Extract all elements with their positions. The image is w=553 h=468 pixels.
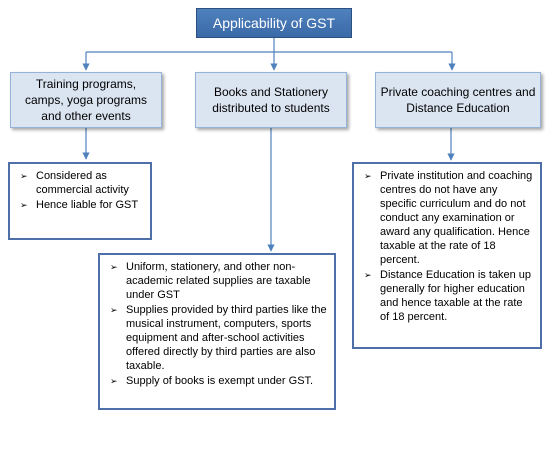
title-box: Applicability of GST xyxy=(196,8,352,38)
detail-item: ➢Uniform, stationery, and other non-acad… xyxy=(110,261,311,301)
arrow-bullet-icon: ➢ xyxy=(110,305,118,315)
category-label: Training programs, camps, yoga programs … xyxy=(24,77,148,123)
detail-item: ➢Private institution and coaching centre… xyxy=(364,170,533,266)
category-books-stationery: Books and Stationery distributed to stud… xyxy=(195,72,347,128)
arrow-bullet-icon: ➢ xyxy=(364,270,372,280)
arrow-bullet-icon: ➢ xyxy=(110,262,118,272)
detail-item: ➢Supplies provided by third parties like… xyxy=(110,304,327,372)
arrow-bullet-icon: ➢ xyxy=(20,171,28,181)
detail-item: ➢Supply of books is exempt under GST. xyxy=(110,375,314,387)
detail-box-coaching: ➢Private institution and coaching centre… xyxy=(352,162,542,349)
detail-box-books: ➢Uniform, stationery, and other non-acad… xyxy=(98,253,336,410)
category-training-programs: Training programs, camps, yoga programs … xyxy=(10,72,162,128)
detail-item: ➢Hence liable for GST xyxy=(20,199,139,211)
detail-item: ➢Considered as commercial activity xyxy=(20,170,129,196)
arrow-bullet-icon: ➢ xyxy=(110,376,118,386)
detail-item: ➢Distance Education is taken up generall… xyxy=(364,269,532,323)
title-text: Applicability of GST xyxy=(212,15,336,31)
category-label: Books and Stationery distributed to stud… xyxy=(212,85,330,115)
category-label: Private coaching centres and Distance Ed… xyxy=(380,85,536,115)
detail-box-training: ➢Considered as commercial activity ➢Henc… xyxy=(8,162,152,240)
arrow-bullet-icon: ➢ xyxy=(364,171,372,181)
arrow-bullet-icon: ➢ xyxy=(20,200,28,210)
category-coaching-distance-education: Private coaching centres and Distance Ed… xyxy=(375,72,541,128)
